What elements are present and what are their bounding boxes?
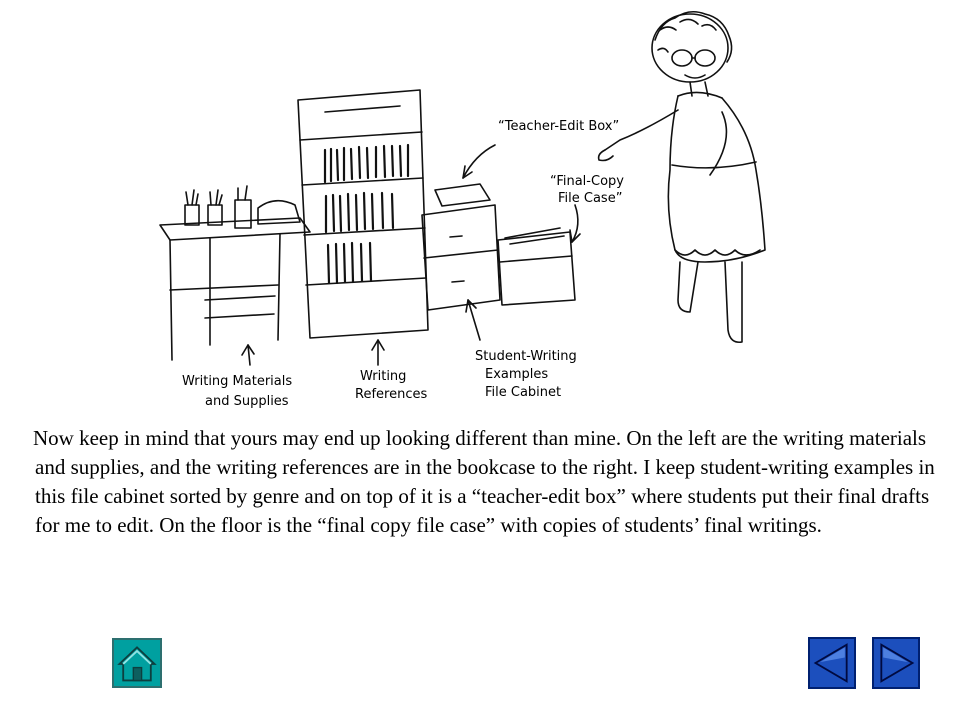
home-icon — [117, 646, 157, 682]
home-button[interactable] — [112, 638, 162, 688]
next-button[interactable] — [872, 637, 920, 689]
final-copy-label-line1: “Final-Copy — [550, 174, 624, 189]
student-writing-label-line2: Examples — [485, 367, 548, 382]
writing-center-illustration: “Teacher-Edit Box” “Final-Copy File Case… — [159, 10, 766, 409]
student-writing-label-line3: File Cabinet — [485, 385, 561, 400]
back-button[interactable] — [808, 637, 856, 689]
final-copy-label-line2: File Case” — [558, 191, 622, 206]
writing-references-label-line2: References — [355, 387, 427, 402]
left-arrow-icon — [813, 643, 848, 683]
student-writing-label-line1: Student-Writing — [475, 349, 577, 364]
writing-materials-label-line1: Writing Materials — [182, 374, 292, 389]
teacher-edit-box-label: “Teacher-Edit Box” — [498, 119, 619, 134]
narration-text: Now keep in mind that yours may end up l… — [33, 426, 935, 537]
right-arrow-icon — [880, 643, 915, 683]
writing-materials-label-line2: and Supplies — [205, 394, 289, 409]
writing-references-label-line1: Writing — [360, 369, 406, 384]
